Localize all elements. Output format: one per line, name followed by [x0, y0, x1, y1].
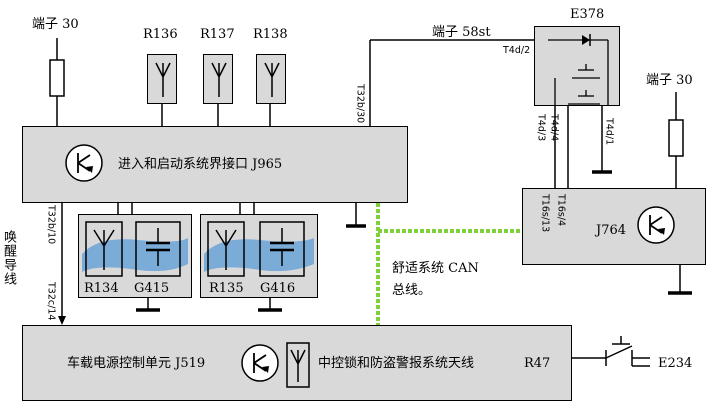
pin-t32c-14: T32c/14 [45, 282, 57, 321]
r135-label: R135 [209, 281, 244, 296]
pin-t4d-4: T4d/4 [548, 114, 560, 142]
module-r134-g415-graphic [82, 221, 188, 277]
j965-label: 进入和启动系统界接口 J965 [118, 157, 283, 172]
pin-t32b-10: T32b/10 [45, 205, 57, 245]
e234-label: E234 [658, 356, 693, 371]
j519-label: 车载电源控制单元 J519 [67, 356, 206, 371]
can-bus-label-line1: 舒适系统 CAN [392, 261, 479, 276]
j764-box [522, 188, 706, 265]
pin-t16s-4: T16s/4 [555, 194, 567, 227]
control-unit-icon [65, 144, 103, 182]
terminal-30-right-label: 端子 30 [646, 73, 693, 88]
j764-label: J764 [596, 223, 627, 238]
r136-label: R136 [143, 27, 178, 42]
pin-t16s-13: T16s/13 [539, 194, 551, 233]
antenna-icon [286, 342, 310, 388]
fuse-left [49, 59, 65, 97]
j519-antenna-label: 中控锁和防盗警报系统天线 [318, 356, 475, 371]
fuse-right [668, 119, 684, 157]
g416-label: G416 [260, 281, 296, 296]
pin-t4d-3: T4d/3 [535, 114, 547, 142]
control-unit-icon [241, 344, 279, 382]
antenna-r137 [203, 54, 233, 104]
e378-switch-icon [548, 34, 609, 106]
g415-label: G415 [134, 281, 170, 296]
r47-label: R47 [524, 356, 551, 371]
antenna-r138 [256, 54, 286, 104]
pin-t4d-2: T4d/2 [503, 45, 531, 56]
e378-box [534, 26, 620, 106]
pin-t4d-1: T4d/1 [603, 118, 615, 146]
antenna-icon [155, 62, 171, 97]
antenna-icon [211, 62, 227, 97]
module-r135-g416-graphic [204, 221, 314, 277]
control-unit-icon [637, 206, 675, 244]
pin-t32b-30: T32b/30 [354, 84, 366, 124]
can-bus-label-line2: 总线。 [392, 283, 432, 298]
e378-label: E378 [570, 7, 605, 22]
wake-line-label: 唤醒导线 [1, 230, 16, 286]
r138-label: R138 [253, 27, 288, 42]
terminal-58st-label: 端子 58st [432, 25, 491, 40]
r137-label: R137 [200, 27, 235, 42]
antenna-icon [264, 62, 280, 97]
antenna-r136 [147, 54, 177, 104]
terminal-30-left-label: 端子 30 [32, 17, 79, 32]
r134-label: R134 [84, 281, 119, 296]
